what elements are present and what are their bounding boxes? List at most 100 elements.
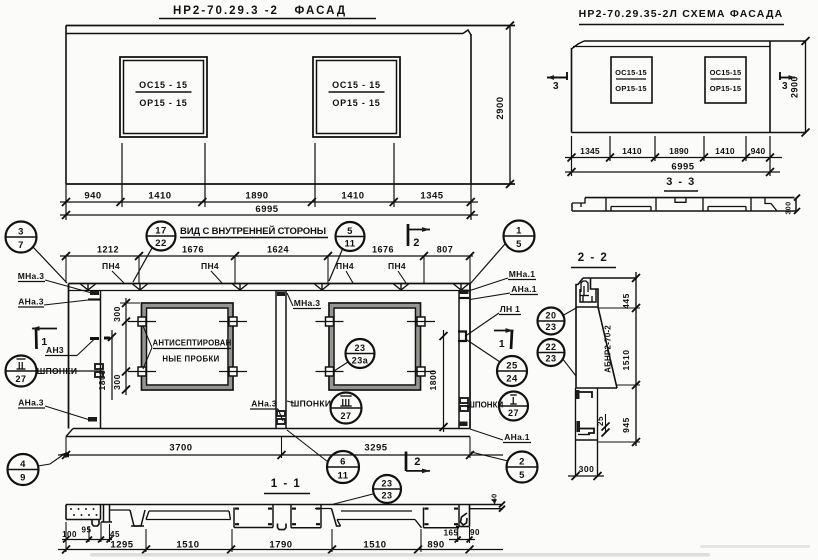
svg-text:II: II [18,361,24,371]
svg-text:100: 100 [62,530,77,539]
svg-text:300: 300 [112,374,122,390]
svg-text:III: III [341,398,350,408]
svg-text:25: 25 [506,361,518,372]
svg-text:940: 940 [751,146,766,156]
svg-text:3: 3 [782,81,788,92]
svg-text:22: 22 [155,238,167,249]
svg-text:1790: 1790 [269,540,292,551]
svg-text:1212: 1212 [97,245,119,255]
svg-text:940: 940 [84,191,101,202]
svg-text:АНа.1: АНа.1 [504,432,530,442]
svg-text:АБНР2-70-2: АБНР2-70-2 [604,325,613,373]
svg-text:1: 1 [41,336,47,348]
svg-text:ОР15-15: ОР15-15 [710,84,741,93]
svg-text:11: 11 [337,471,348,482]
svg-text:ШПОНКИ: ШПОНКИ [291,399,332,409]
svg-text:1890: 1890 [245,191,268,202]
svg-text:ОС15 - 15: ОС15 - 15 [139,80,188,90]
svg-text:24: 24 [506,374,518,385]
svg-text:3295: 3295 [364,443,387,454]
svg-text:ПН4: ПН4 [336,261,354,271]
svg-text:ОС15 - 15: ОС15 - 15 [332,80,381,90]
svg-text:НР2-70.29.3 -2 ФАСАД: НР2-70.29.3 -2 ФАСАД [173,5,347,17]
svg-text:17: 17 [155,226,167,237]
svg-text:1345: 1345 [420,191,443,202]
svg-text:2900: 2900 [495,96,506,119]
svg-text:7: 7 [18,240,24,251]
svg-text:1676: 1676 [182,245,204,255]
svg-text:МНа.3: МНа.3 [18,271,45,281]
svg-text:ОР15 - 15: ОР15 - 15 [139,98,187,108]
svg-text:1410: 1410 [148,191,171,202]
svg-text:23: 23 [545,322,556,332]
svg-text:2: 2 [519,457,525,468]
svg-text:1410: 1410 [715,146,735,156]
svg-text:ОР15 - 15: ОР15 - 15 [332,98,380,108]
svg-text:300: 300 [112,306,122,322]
svg-text:НЫЕ ПРОБКИ: НЫЕ ПРОБКИ [162,355,219,364]
svg-text:АНа.3: АНа.3 [251,399,277,409]
svg-text:807: 807 [437,245,454,255]
svg-text:1676: 1676 [372,245,394,255]
svg-text:АНа.3: АНа.3 [18,297,44,307]
svg-text:165: 165 [444,529,459,538]
svg-text:1: 1 [516,226,522,237]
svg-text:23: 23 [381,491,392,501]
svg-text:1800: 1800 [97,370,107,391]
svg-text:3: 3 [18,227,24,238]
svg-text:1510: 1510 [363,540,386,551]
svg-text:2: 2 [414,456,421,468]
svg-text:1345: 1345 [580,146,600,156]
svg-text:23: 23 [354,343,365,353]
svg-text:9: 9 [20,473,26,484]
svg-text:23а: 23а [352,356,369,366]
svg-text:АНТИСЕПТИРОВАН: АНТИСЕПТИРОВАН [153,339,232,348]
svg-text:ПН4: ПН4 [201,261,219,271]
svg-text:20: 20 [545,311,556,321]
svg-text:95: 95 [82,526,92,535]
svg-text:АНа.1: АНа.1 [511,284,537,294]
svg-text:АН3: АН3 [46,345,64,355]
svg-text:27: 27 [508,408,519,418]
svg-text:1295: 1295 [110,540,133,551]
svg-text:300: 300 [786,201,793,214]
svg-text:1 - 1: 1 - 1 [271,478,302,490]
svg-text:ВИД С ВНУТРЕННЕЙ СТОРОНЫ: ВИД С ВНУТРЕННЕЙ СТОРОНЫ [180,225,326,237]
svg-text:ОР15-15: ОР15-15 [615,84,646,93]
svg-text:22: 22 [545,342,556,352]
svg-text:1624: 1624 [267,245,289,255]
svg-text:90: 90 [470,528,480,537]
svg-text:25: 25 [596,416,605,426]
svg-text:1410: 1410 [622,146,642,156]
svg-text:11: 11 [344,239,355,250]
svg-text:ШПОНКИ: ШПОНКИ [467,401,504,410]
svg-text:ПН4: ПН4 [102,261,120,271]
svg-text:27: 27 [340,411,351,421]
svg-text:27: 27 [15,374,26,384]
svg-text:1: 1 [499,338,505,350]
svg-text:1800: 1800 [428,370,438,391]
svg-text:МНа.3: МНа.3 [294,298,321,308]
svg-text:1890: 1890 [669,146,689,156]
svg-text:5: 5 [347,226,353,237]
svg-text:890: 890 [427,540,444,551]
svg-text:6995: 6995 [671,162,694,173]
svg-text:6995: 6995 [255,204,278,215]
svg-text:445: 445 [621,293,631,309]
svg-text:1510: 1510 [176,540,199,551]
svg-text:2: 2 [413,237,420,249]
svg-text:5: 5 [516,239,522,250]
svg-text:3700: 3700 [169,443,192,454]
svg-text:1510: 1510 [621,350,631,371]
svg-text:АНа.3: АНа.3 [18,398,44,408]
svg-text:6: 6 [340,457,346,468]
svg-text:ОС15-15: ОС15-15 [615,68,647,77]
svg-text:45: 45 [110,530,120,539]
svg-text:1410: 1410 [341,191,364,202]
svg-text:23: 23 [381,479,392,489]
svg-text:945: 945 [621,417,631,433]
svg-text:3 - 3: 3 - 3 [666,176,696,188]
svg-text:ПН4: ПН4 [388,261,406,271]
svg-text:I: I [512,396,515,406]
svg-text:ОС15-15: ОС15-15 [710,68,742,77]
